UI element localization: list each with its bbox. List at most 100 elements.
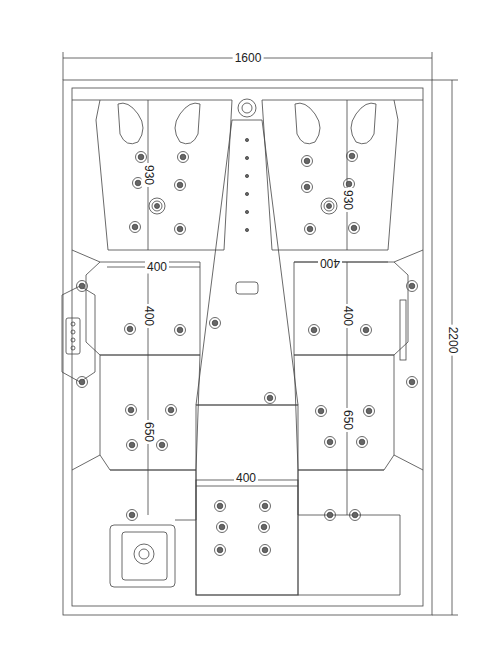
jet	[129, 512, 135, 518]
jet	[324, 201, 334, 211]
jet	[265, 393, 276, 404]
jet	[149, 198, 165, 214]
seat-width: 400	[318, 256, 342, 269]
jet	[127, 326, 133, 332]
jet	[245, 228, 248, 231]
jet	[175, 180, 186, 191]
seat-depth: 650	[142, 420, 155, 444]
jet	[327, 204, 332, 209]
seat-length: 930	[341, 188, 354, 212]
jet	[175, 224, 186, 235]
jet	[364, 406, 375, 417]
jet	[245, 210, 248, 213]
jet	[352, 512, 358, 518]
jet	[349, 153, 355, 159]
jet	[245, 174, 248, 177]
jet	[127, 440, 138, 451]
jet	[132, 224, 138, 230]
overall-length: 2200	[446, 325, 459, 356]
seat-depth: 650	[341, 408, 354, 432]
jet	[327, 512, 333, 518]
jet	[79, 379, 85, 385]
jet	[350, 510, 361, 521]
jet	[407, 281, 418, 292]
jet	[407, 377, 418, 388]
seat-length: 930	[142, 163, 155, 187]
jet	[304, 184, 310, 190]
jet	[305, 224, 316, 235]
jet	[321, 198, 337, 214]
jet	[77, 377, 88, 388]
jet	[309, 325, 320, 336]
jet	[217, 503, 223, 509]
jet	[215, 545, 226, 556]
jet	[155, 204, 160, 209]
overall-width: 1600	[233, 52, 264, 65]
jet	[129, 442, 135, 448]
seat-depth: 400	[142, 304, 155, 328]
jet	[366, 408, 372, 414]
jet	[178, 152, 189, 163]
jet	[126, 405, 137, 416]
jet	[361, 325, 372, 336]
jet	[260, 545, 271, 556]
jet	[307, 226, 313, 232]
jet	[409, 379, 415, 385]
jet	[127, 510, 138, 521]
jet	[311, 327, 317, 333]
jet	[262, 547, 268, 553]
jet	[245, 192, 248, 195]
jet	[215, 501, 226, 512]
seat-width: 400	[145, 261, 169, 274]
jet	[210, 318, 221, 329]
jet	[347, 151, 358, 162]
jet	[325, 437, 336, 448]
jet	[351, 225, 357, 231]
jet	[302, 156, 313, 167]
jet	[359, 439, 365, 445]
jet	[304, 158, 310, 164]
jet	[152, 201, 162, 211]
jet	[260, 501, 271, 512]
jet	[177, 327, 183, 333]
jet	[357, 437, 368, 448]
jet	[261, 524, 267, 530]
jet	[138, 154, 144, 160]
jet	[177, 182, 183, 188]
jet	[159, 442, 165, 448]
jet	[363, 327, 369, 333]
jet	[125, 324, 136, 335]
jet	[128, 407, 134, 413]
jet	[267, 395, 273, 401]
jet	[259, 522, 270, 533]
jet	[175, 325, 186, 336]
jet	[166, 405, 177, 416]
jet	[302, 182, 313, 193]
jet	[327, 439, 333, 445]
jet	[318, 408, 324, 414]
jet	[217, 522, 228, 533]
jet	[79, 283, 85, 289]
jet	[219, 524, 225, 530]
jet	[245, 156, 248, 159]
jet	[212, 320, 218, 326]
seat-width: 400	[234, 472, 258, 485]
jet	[136, 152, 147, 163]
jet	[180, 154, 186, 160]
jet	[316, 406, 327, 417]
jet	[346, 181, 352, 187]
jet	[349, 223, 360, 234]
jet	[168, 407, 174, 413]
jet	[325, 510, 336, 521]
jet	[77, 281, 88, 292]
jet	[245, 138, 248, 141]
jet	[262, 503, 268, 509]
jet	[157, 440, 168, 451]
jet	[130, 222, 141, 233]
jet	[409, 283, 415, 289]
jet	[177, 226, 183, 232]
jet	[217, 547, 223, 553]
seat-depth: 400	[341, 304, 354, 328]
